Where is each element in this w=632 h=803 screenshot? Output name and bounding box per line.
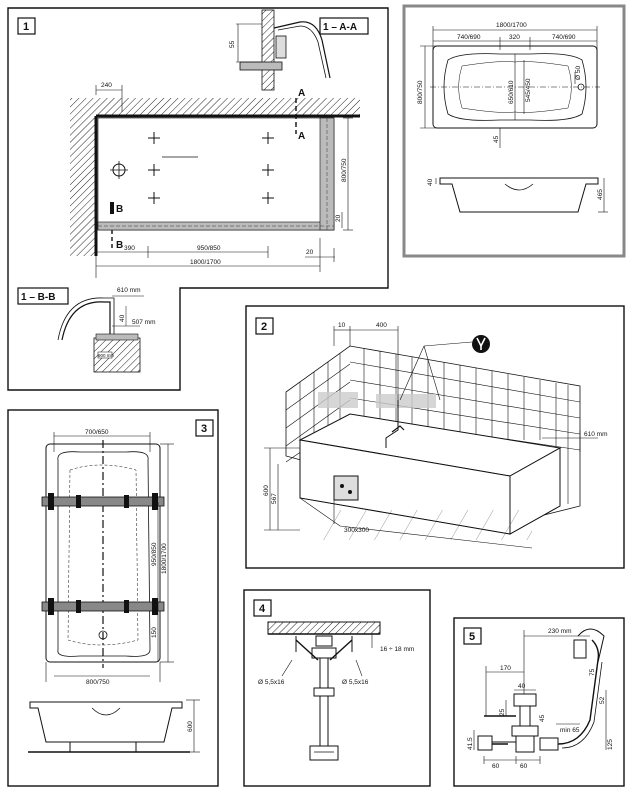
top-dim-740-right: 740/690 <box>552 34 576 41</box>
panel-top-right: 1800/1700 740/690 320 740/690 800/750 65… <box>402 4 626 258</box>
panel-1: 1 1 – A-A 55 <box>7 7 389 391</box>
dim-950: 950/850 <box>197 245 221 252</box>
p5-dim-230: 230 mm <box>548 628 571 635</box>
side-dim-40: 40 <box>427 178 434 186</box>
section-a-label: 1 – A-A <box>323 22 357 33</box>
dim-800-750: 800/750 <box>341 158 348 182</box>
p4-screw-left: Ø 5,5x16 <box>258 679 285 686</box>
p5-dim-min65: min 65 <box>560 727 580 734</box>
top-dim-545: 545/450 <box>525 78 532 102</box>
p5-dim-41: 41.5 <box>467 737 474 750</box>
wrench-icon <box>399 335 490 401</box>
section-aa-detail: 55 <box>229 9 331 91</box>
p2-dim-10: 10 <box>338 322 346 329</box>
dim-390: 390 <box>124 245 135 252</box>
p3-dim-600: 600 <box>187 721 194 732</box>
mounting-points <box>110 132 274 204</box>
p3-dim-800: 800/750 <box>86 679 110 686</box>
dim-1800: 1800/1700 <box>190 259 221 266</box>
dim-507: 507 mm <box>132 319 155 326</box>
p4-screw-right: Ø 5,5x16 <box>342 679 369 686</box>
panel-5: 5 230 m <box>453 617 625 787</box>
p5-dim-25: 25 <box>499 708 506 716</box>
top-dim-740-left: 740/690 <box>457 34 481 41</box>
side-dim-465: 465 <box>597 189 604 200</box>
marker-a-bottom: A <box>298 131 305 142</box>
p3-dim-950: 950/850 <box>151 542 158 566</box>
p2-dim-300: 300x300 <box>344 527 369 534</box>
panel-3: 3 <box>7 409 219 787</box>
p3-dim-700: 700/650 <box>85 429 109 436</box>
dim-240: 240 <box>101 82 112 89</box>
bathtub-frame <box>97 117 335 231</box>
p5-dim-75: 75 <box>589 668 596 676</box>
p4-dim-16-18: 16 ÷ 18 mm <box>380 646 414 653</box>
top-dim-800: 800/750 <box>417 80 424 104</box>
marker-b-top: B <box>116 204 123 215</box>
wall-top <box>70 98 360 116</box>
step-number: 2 <box>261 321 267 333</box>
step-number: 3 <box>201 423 207 435</box>
marker-a-top: A <box>298 88 305 99</box>
p3-dim-150: 150 <box>151 627 158 638</box>
p2-dim-567: 567 <box>271 493 278 504</box>
wall-left <box>70 116 96 256</box>
dim-20-bottom: 20 <box>306 249 314 256</box>
section-b-label: 1 – B-B <box>21 292 55 303</box>
marker-b-bottom: B <box>116 240 123 251</box>
section-bb-detail <box>57 295 144 373</box>
p5-dim-60-right: 60 <box>520 763 528 770</box>
step-number: 4 <box>259 603 266 615</box>
dim-55: 55 <box>229 40 236 48</box>
bathtub-3d <box>298 400 562 549</box>
p5-dim-170: 170 <box>500 665 511 672</box>
panel-4: 4 16 ÷ 18 mm Ø 5,5x16 Ø 5,5x16 <box>243 589 431 787</box>
p2-dim-400: 400 <box>376 322 387 329</box>
top-dim-650: 650/610 <box>508 80 515 104</box>
top-dim-1800: 1800/1700 <box>496 22 527 29</box>
dim-610: 610 mm <box>117 287 140 294</box>
p5-dim-45: 45 <box>539 714 546 722</box>
p5-dim-125: 125 <box>607 739 614 750</box>
step-number: 5 <box>469 631 475 643</box>
top-dim-45: 45 <box>493 135 500 143</box>
dim-40: 40 <box>119 314 126 322</box>
p2-dim-600: 600 <box>263 485 270 496</box>
p5-dim-52: 52 <box>599 696 606 704</box>
p3-dim-1800: 1800/1700 <box>161 543 168 574</box>
step-number: 1 <box>23 21 29 33</box>
dim-20-right: 20 <box>335 214 342 222</box>
p2-dim-610: 610 mm <box>584 431 607 438</box>
top-dim-50: Ø 50 <box>575 66 582 80</box>
panel-2: 2 <box>245 305 625 569</box>
p5-dim-40: 40 <box>518 683 526 690</box>
p5-dim-60-left: 60 <box>492 763 500 770</box>
dim-900: 900 mm <box>98 353 115 358</box>
top-dim-320: 320 <box>509 34 520 41</box>
